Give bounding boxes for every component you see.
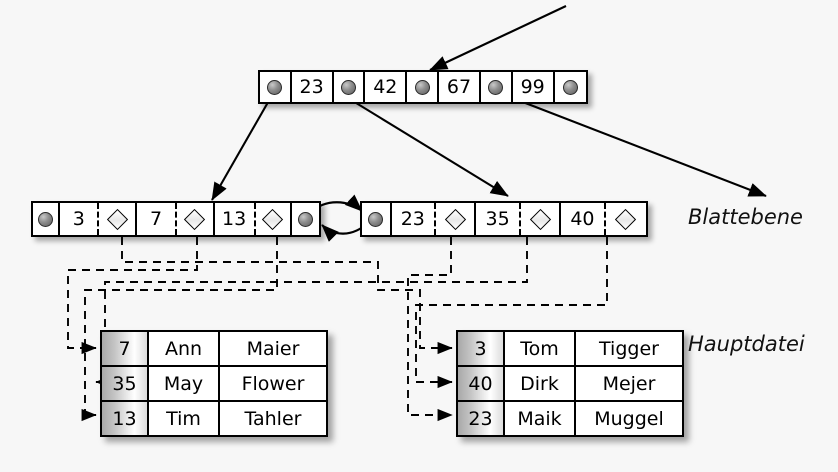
- root-key-3: 99: [513, 72, 555, 102]
- leaf-node-right[interactable]: 23 35 40: [360, 201, 648, 237]
- row-key: 35: [102, 367, 149, 400]
- diamond-pointer-icon: [106, 208, 129, 230]
- row-first-name: Tim: [149, 402, 220, 435]
- row-first-name: Tom: [505, 332, 576, 365]
- leaf-left-record-pointer-0[interactable]: [99, 203, 138, 235]
- leaf-right-prev-pointer[interactable]: [362, 203, 392, 235]
- dashed-link-r1: [407, 237, 453, 422]
- row-last-name: Flower: [241, 372, 305, 395]
- root-pointer-4[interactable]: [555, 72, 586, 102]
- incoming-root-arrow: [429, 5, 567, 71]
- diamond-pointer-icon: [183, 208, 206, 230]
- ball-pointer-icon: [562, 79, 578, 95]
- row-last-name: Tahler: [244, 407, 302, 430]
- row-key: 3: [458, 332, 505, 365]
- row-first-name: Dirk: [505, 367, 576, 400]
- leaf-left-record-pointer-2[interactable]: [256, 203, 292, 235]
- root-key-2: 67: [439, 72, 482, 102]
- leaf-node-left[interactable]: 3 7 13: [31, 201, 321, 237]
- root-pointer-1[interactable]: [334, 72, 366, 102]
- row-key: 13: [102, 402, 149, 435]
- diamond-pointer-icon: [529, 208, 551, 230]
- ball-pointer-icon: [38, 211, 54, 227]
- root-pointer4-arrow: [514, 98, 767, 197]
- leaf-left-next-pointer[interactable]: [292, 203, 319, 235]
- table-row[interactable]: 40 Dirk Mejer: [458, 367, 682, 402]
- root-pointer-0[interactable]: [260, 72, 292, 102]
- diamond-pointer-icon: [262, 208, 284, 230]
- root-key-0: 23: [292, 72, 334, 102]
- leaf-right-record-pointer-0[interactable]: [436, 203, 477, 235]
- leaf-right-key-1: 35: [476, 203, 521, 235]
- ball-pointer-icon: [414, 79, 430, 95]
- row-key: 40: [458, 367, 505, 400]
- root-key-1: 42: [365, 72, 408, 102]
- caption-leaf-level: Blattebene: [688, 205, 803, 229]
- leaf-left-prev-pointer[interactable]: [33, 203, 61, 235]
- table-row[interactable]: 7 Ann Maier: [102, 332, 326, 367]
- root-index-node[interactable]: 23 42 67 99: [258, 70, 588, 104]
- table-row[interactable]: 35 May Flower: [102, 367, 326, 402]
- table-row[interactable]: 23 Maik Muggel: [458, 402, 682, 435]
- leaf-left-record-pointer-1[interactable]: [177, 203, 215, 235]
- row-first-name: Ann: [149, 332, 220, 365]
- root-pointer2-arrow: [347, 97, 509, 197]
- table-row[interactable]: 13 Tim Tahler: [102, 402, 326, 435]
- row-last-name: Tigger: [599, 337, 659, 360]
- row-last-name: Mejer: [602, 372, 656, 395]
- diamond-pointer-icon: [615, 208, 637, 230]
- table-row[interactable]: 3 Tom Tigger: [458, 332, 682, 367]
- caption-main-file: Hauptdatei: [688, 332, 805, 356]
- row-first-name: Maik: [505, 402, 576, 435]
- row-first-name: May: [149, 367, 220, 400]
- ball-pointer-icon: [368, 211, 384, 227]
- main-file-table-left[interactable]: 7 Ann Maier 35 May Flower 13 Tim Tahler: [100, 330, 328, 437]
- leaf-right-record-pointer-2[interactable]: [606, 203, 646, 235]
- leaf-left-key-1: 7: [137, 203, 177, 235]
- row-key: 7: [102, 332, 149, 365]
- leaf-right-record-pointer-1[interactable]: [521, 203, 562, 235]
- leaf-right-key-0: 23: [392, 203, 436, 235]
- leaf-left-key-2: 13: [215, 203, 256, 235]
- ball-pointer-icon: [488, 79, 504, 95]
- ball-pointer-icon: [267, 79, 283, 95]
- leaf-right-key-2: 40: [561, 203, 606, 235]
- root-to-left-leaf-arrow: [211, 96, 272, 201]
- main-file-table-right[interactable]: 3 Tom Tigger 40 Dirk Mejer 23 Maik Mugge…: [456, 330, 684, 437]
- row-last-name: Maier: [246, 337, 300, 360]
- row-key: 23: [458, 402, 505, 435]
- ball-pointer-icon: [297, 211, 313, 227]
- leaf-left-key-0: 3: [60, 203, 100, 235]
- diamond-pointer-icon: [444, 208, 466, 230]
- row-last-name: Muggel: [594, 407, 664, 430]
- root-pointer-3[interactable]: [481, 72, 513, 102]
- root-pointer-2[interactable]: [407, 72, 439, 102]
- ball-pointer-icon: [340, 79, 356, 95]
